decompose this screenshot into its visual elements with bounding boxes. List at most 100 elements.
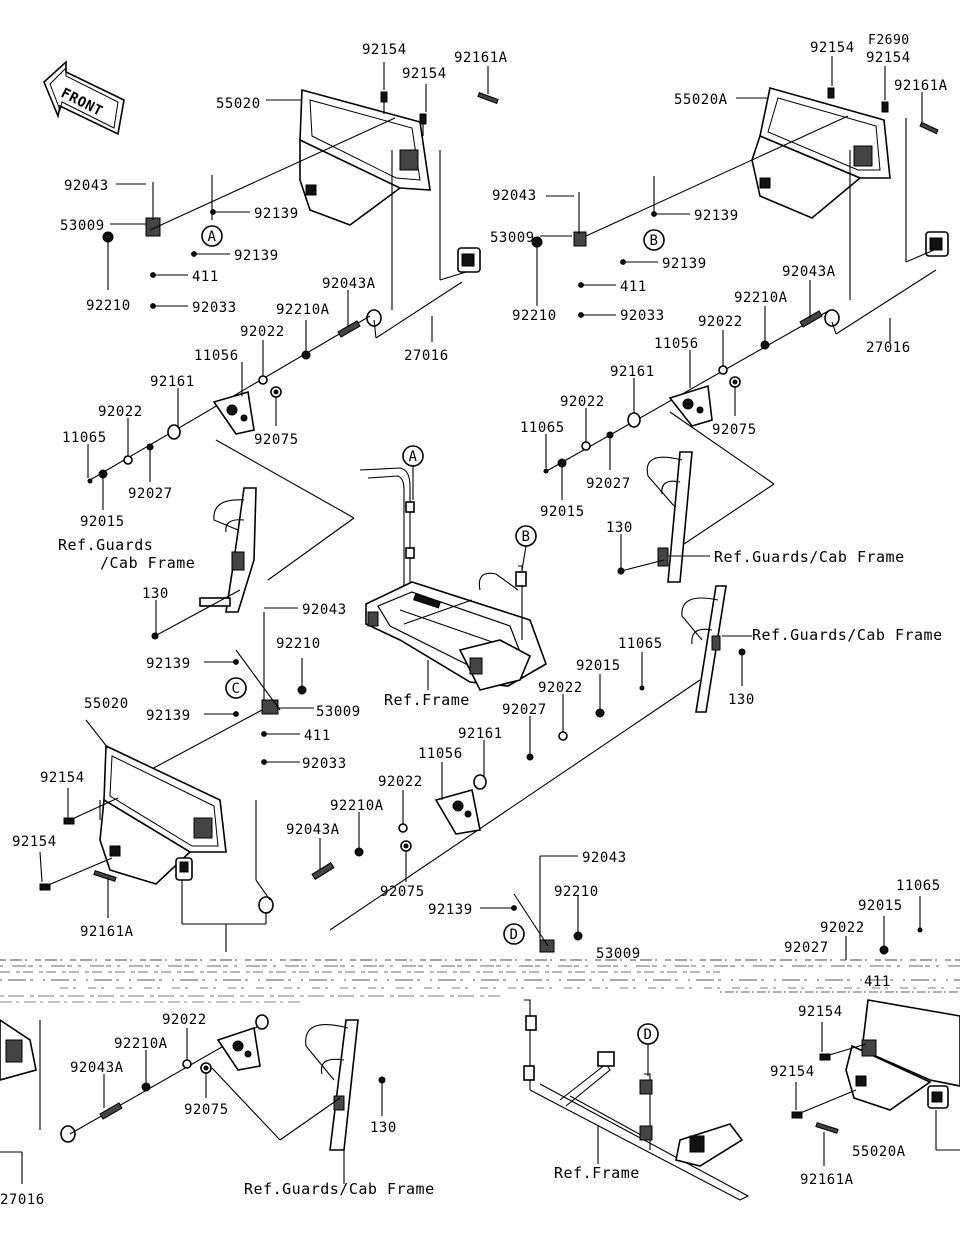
svg-text:C: C [232, 681, 241, 697]
label-53009: 53009 [316, 704, 361, 720]
label-92015: 92015 [540, 504, 585, 520]
label-92154: 92154 [362, 42, 407, 58]
label-92015: 92015 [80, 514, 125, 530]
label-53009: 53009 [596, 946, 641, 962]
svg-text:D: D [510, 927, 519, 943]
label-411: 411 [192, 269, 219, 285]
label-130: 130 [728, 692, 755, 708]
label-92139: 92139 [234, 248, 279, 264]
svg-text:A: A [208, 229, 217, 245]
label-92022: 92022 [162, 1012, 207, 1028]
label-55020A: 55020A [674, 92, 728, 108]
label-92210: 92210 [86, 298, 131, 314]
label-92210A: 92210A [114, 1036, 168, 1052]
callout-C: C [225, 677, 247, 699]
label-92022: 92022 [538, 680, 583, 696]
label-27016: 27016 [404, 348, 449, 364]
label-55020A: 55020A [852, 1144, 906, 1160]
label-92154: 92154 [12, 834, 57, 850]
scan-noise-band [0, 959, 960, 1003]
label-53009: 53009 [60, 218, 105, 234]
label-ref-frame: Ref.Frame [554, 1164, 640, 1182]
svg-text:B: B [650, 233, 659, 249]
callout-D: D [637, 1023, 659, 1076]
label-92075: 92075 [184, 1102, 229, 1118]
label-92015: 92015 [858, 898, 903, 914]
label-ref-guards-cab-frame: Ref.Guards/Cab Frame [244, 1180, 435, 1198]
label-11065: 11065 [618, 636, 663, 652]
label-92075: 92075 [254, 432, 299, 448]
label-92043: 92043 [582, 850, 627, 866]
label-92027: 92027 [784, 940, 829, 956]
label-92043: 92043 [64, 178, 109, 194]
label-92210A: 92210A [734, 290, 788, 306]
label-92022: 92022 [378, 774, 423, 790]
label-92022: 92022 [98, 404, 143, 420]
label-11056: 11056 [194, 348, 239, 364]
label-411: 411 [864, 974, 891, 990]
bracket-11056 [434, 788, 481, 835]
label-11056: 11056 [418, 746, 463, 762]
label-92043: 92043 [492, 188, 537, 204]
label-92139: 92139 [694, 208, 739, 224]
label-11065: 11065 [520, 420, 565, 436]
label-27016: 27016 [0, 1192, 45, 1208]
label-92139: 92139 [254, 206, 299, 222]
middle-right-assembly [258, 585, 752, 931]
label-11056: 11056 [654, 336, 699, 352]
diagram-code: F2690 [868, 33, 910, 48]
label-11065: 11065 [62, 430, 107, 446]
label-92161: 92161 [150, 374, 195, 390]
label-92027: 92027 [128, 486, 173, 502]
label-cab-frame: /Cab Frame [100, 554, 195, 572]
central-frame [359, 467, 547, 691]
label-92022: 92022 [240, 324, 285, 340]
label-92161: 92161 [458, 726, 503, 742]
label-55020: 55020 [84, 696, 129, 712]
label-92075: 92075 [380, 884, 425, 900]
label-27016: 27016 [866, 340, 911, 356]
label-92027: 92027 [586, 476, 631, 492]
label-92161: 92161 [610, 364, 655, 380]
label-92154: 92154 [770, 1064, 815, 1080]
label-ref-guards-cab-frame: Ref.Guards/Cab Frame [752, 626, 943, 644]
label-92154: 92154 [866, 50, 911, 66]
label-ref-guards-cab-frame: Ref.Guards/Cab Frame [714, 548, 905, 566]
callout-D: D [503, 923, 525, 945]
label-92043A: 92043A [322, 276, 376, 292]
label-92043: 92043 [302, 602, 347, 618]
label-92033: 92033 [620, 308, 665, 324]
svg-text:D: D [644, 1027, 653, 1043]
label-92154: 92154 [798, 1004, 843, 1020]
label-92161A: 92161A [800, 1172, 854, 1188]
label-92154: 92154 [402, 66, 447, 82]
label-92043A: 92043A [70, 1060, 124, 1076]
bottom-left-assembly [0, 1014, 386, 1184]
label-92139: 92139 [662, 256, 707, 272]
label-92139: 92139 [146, 656, 191, 672]
label-ref-frame: Ref.Frame [384, 691, 470, 709]
label-92154: 92154 [40, 770, 85, 786]
label-92027: 92027 [502, 702, 547, 718]
label-92139: 92139 [428, 902, 473, 918]
top-left-assembly [87, 88, 499, 640]
label-92022: 92022 [698, 314, 743, 330]
callout-B: B [643, 229, 665, 251]
label-130: 130 [142, 586, 169, 602]
label-411: 411 [304, 728, 331, 744]
label-92015: 92015 [576, 658, 621, 674]
callout-A: A [201, 225, 223, 247]
lower-middle-assembly [480, 855, 583, 953]
bottom-frame [523, 999, 750, 1201]
label-55020: 55020 [216, 96, 261, 112]
label-92033: 92033 [192, 300, 237, 316]
front-arrow-icon: FRONT [43, 60, 125, 136]
label-92154: 92154 [810, 40, 855, 56]
bottom-right-assembly [791, 896, 960, 1151]
label-130: 130 [606, 520, 633, 536]
label-92022: 92022 [560, 394, 605, 410]
label-53009: 53009 [490, 230, 535, 246]
svg-text:A: A [409, 449, 418, 465]
label-92210A: 92210A [276, 302, 330, 318]
svg-text:B: B [522, 529, 531, 545]
